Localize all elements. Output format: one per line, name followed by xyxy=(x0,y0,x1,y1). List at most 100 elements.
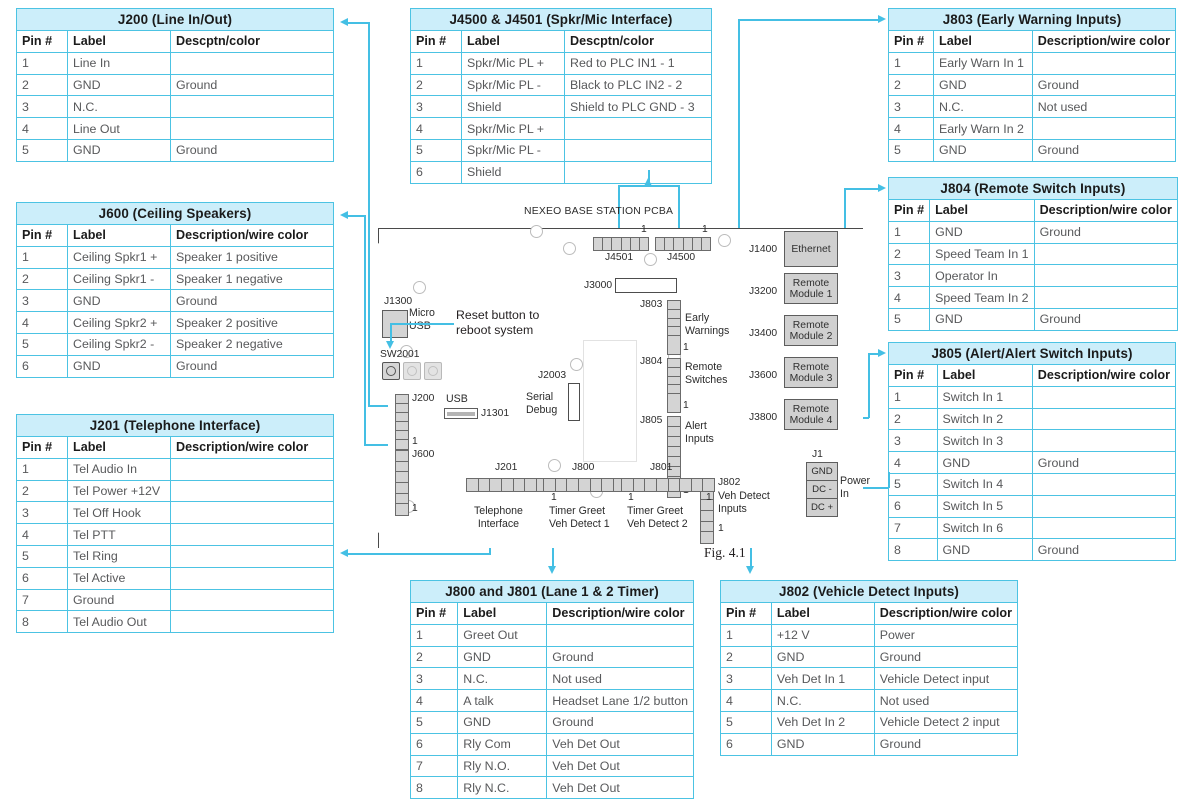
center-shield-area xyxy=(583,340,637,462)
table-j4500-j4501: J4500 & J4501 (Spkr/Mic Interface)Pin #L… xyxy=(410,8,712,184)
mounting-hole xyxy=(413,281,426,294)
cell-pin: 1 xyxy=(410,51,462,75)
cell-label: Veh Det In 2 xyxy=(770,710,875,734)
cell-label: Switch In 2 xyxy=(936,407,1033,431)
cell-label: Line Out xyxy=(67,117,171,140)
cell-description: Speaker 2 negative xyxy=(170,332,334,356)
cell-description: Speaker 1 negative xyxy=(170,267,334,291)
reset-button[interactable] xyxy=(382,362,400,380)
cell-description: Vehicle Detect input xyxy=(873,667,1019,691)
column-header-pin: Pin # xyxy=(888,364,938,387)
arrowhead-j804 xyxy=(878,184,886,192)
cell-pin: 3 xyxy=(16,501,68,525)
cell-pin: 5 xyxy=(888,138,934,162)
cell-description xyxy=(170,523,334,546)
label-j600: J600 xyxy=(412,449,435,460)
switch-3[interactable] xyxy=(424,362,442,380)
cell-pin: 2 xyxy=(720,645,772,669)
switch-2[interactable] xyxy=(403,362,421,380)
arrowhead-reset xyxy=(386,341,394,349)
cell-description: Red to PLC IN1 - 1 xyxy=(564,51,712,75)
cell-pin: 4 xyxy=(409,689,459,712)
cell-description: Power xyxy=(873,623,1019,647)
leader-j600 xyxy=(348,215,366,217)
connector-j600 xyxy=(395,450,409,516)
switch-bank-sw2001[interactable] xyxy=(382,362,442,380)
arrowhead-j4500 xyxy=(643,178,652,186)
connector-j200 xyxy=(395,394,409,450)
column-header-label: Label xyxy=(67,224,171,247)
table-title: J803 (Early Warning Inputs) xyxy=(888,8,1176,31)
label-j4500: J4500 xyxy=(667,252,696,263)
label-j200: J200 xyxy=(412,393,435,404)
cell-description: Ground xyxy=(1031,138,1177,162)
column-header-label: Label xyxy=(936,364,1033,387)
cell-pin: 7 xyxy=(16,588,68,612)
cell-pin: 3 xyxy=(888,95,934,119)
power-pin-dc-neg: DC - xyxy=(807,481,837,499)
cell-pin: 4 xyxy=(16,523,68,546)
cell-pin: 7 xyxy=(409,754,459,778)
connector-j801 xyxy=(621,478,715,492)
figure-caption: Fig. 4.1 xyxy=(704,545,746,560)
cell-label: Switch In 1 xyxy=(936,385,1033,409)
arrowhead-j600 xyxy=(340,211,348,219)
cell-label: GND xyxy=(929,307,1035,331)
label-j1: J1 xyxy=(812,449,823,460)
column-header-pin: Pin # xyxy=(409,602,459,625)
cell-label: Switch In 6 xyxy=(936,516,1033,540)
cell-label: Ceiling Spkr2 - xyxy=(67,332,171,356)
leader-j600-h2 xyxy=(364,444,388,446)
cell-description: Ground xyxy=(873,645,1019,669)
connector-j2003 xyxy=(568,383,580,421)
cell-description xyxy=(546,623,694,647)
mounting-hole xyxy=(570,358,583,371)
cell-pin: 6 xyxy=(888,494,938,518)
cell-description: Headset Lane 1/2 button xyxy=(546,689,694,712)
cell-description xyxy=(170,588,334,612)
cell-pin: 5 xyxy=(720,710,772,734)
mounting-hole xyxy=(644,253,657,266)
column-header-label: Label xyxy=(457,602,548,625)
cell-description xyxy=(1033,286,1178,309)
table-j805: J805 (Alert/Alert Switch Inputs)Pin #Lab… xyxy=(888,342,1177,562)
pin1-j801: 1 xyxy=(706,492,712,503)
cell-description: Veh Det Out xyxy=(546,754,694,778)
connector-j3000 xyxy=(615,278,677,293)
cell-label: Rly N.C. xyxy=(457,776,548,800)
cell-pin: 1 xyxy=(16,51,68,75)
cell-label: Tel Active xyxy=(67,566,171,590)
cell-pin: 5 xyxy=(887,307,931,331)
leader-j803-h xyxy=(738,19,880,21)
table-title: J4500 & J4501 (Spkr/Mic Interface) xyxy=(410,8,712,31)
cell-pin: 1 xyxy=(16,245,68,269)
leader-reset-v xyxy=(390,323,392,344)
cell-pin: 5 xyxy=(16,332,68,356)
power-pin-gnd: GND xyxy=(807,463,837,481)
cell-label: Veh Det In 1 xyxy=(770,667,875,691)
cell-description: Ground xyxy=(1031,538,1177,562)
cell-label: GND xyxy=(936,451,1033,474)
